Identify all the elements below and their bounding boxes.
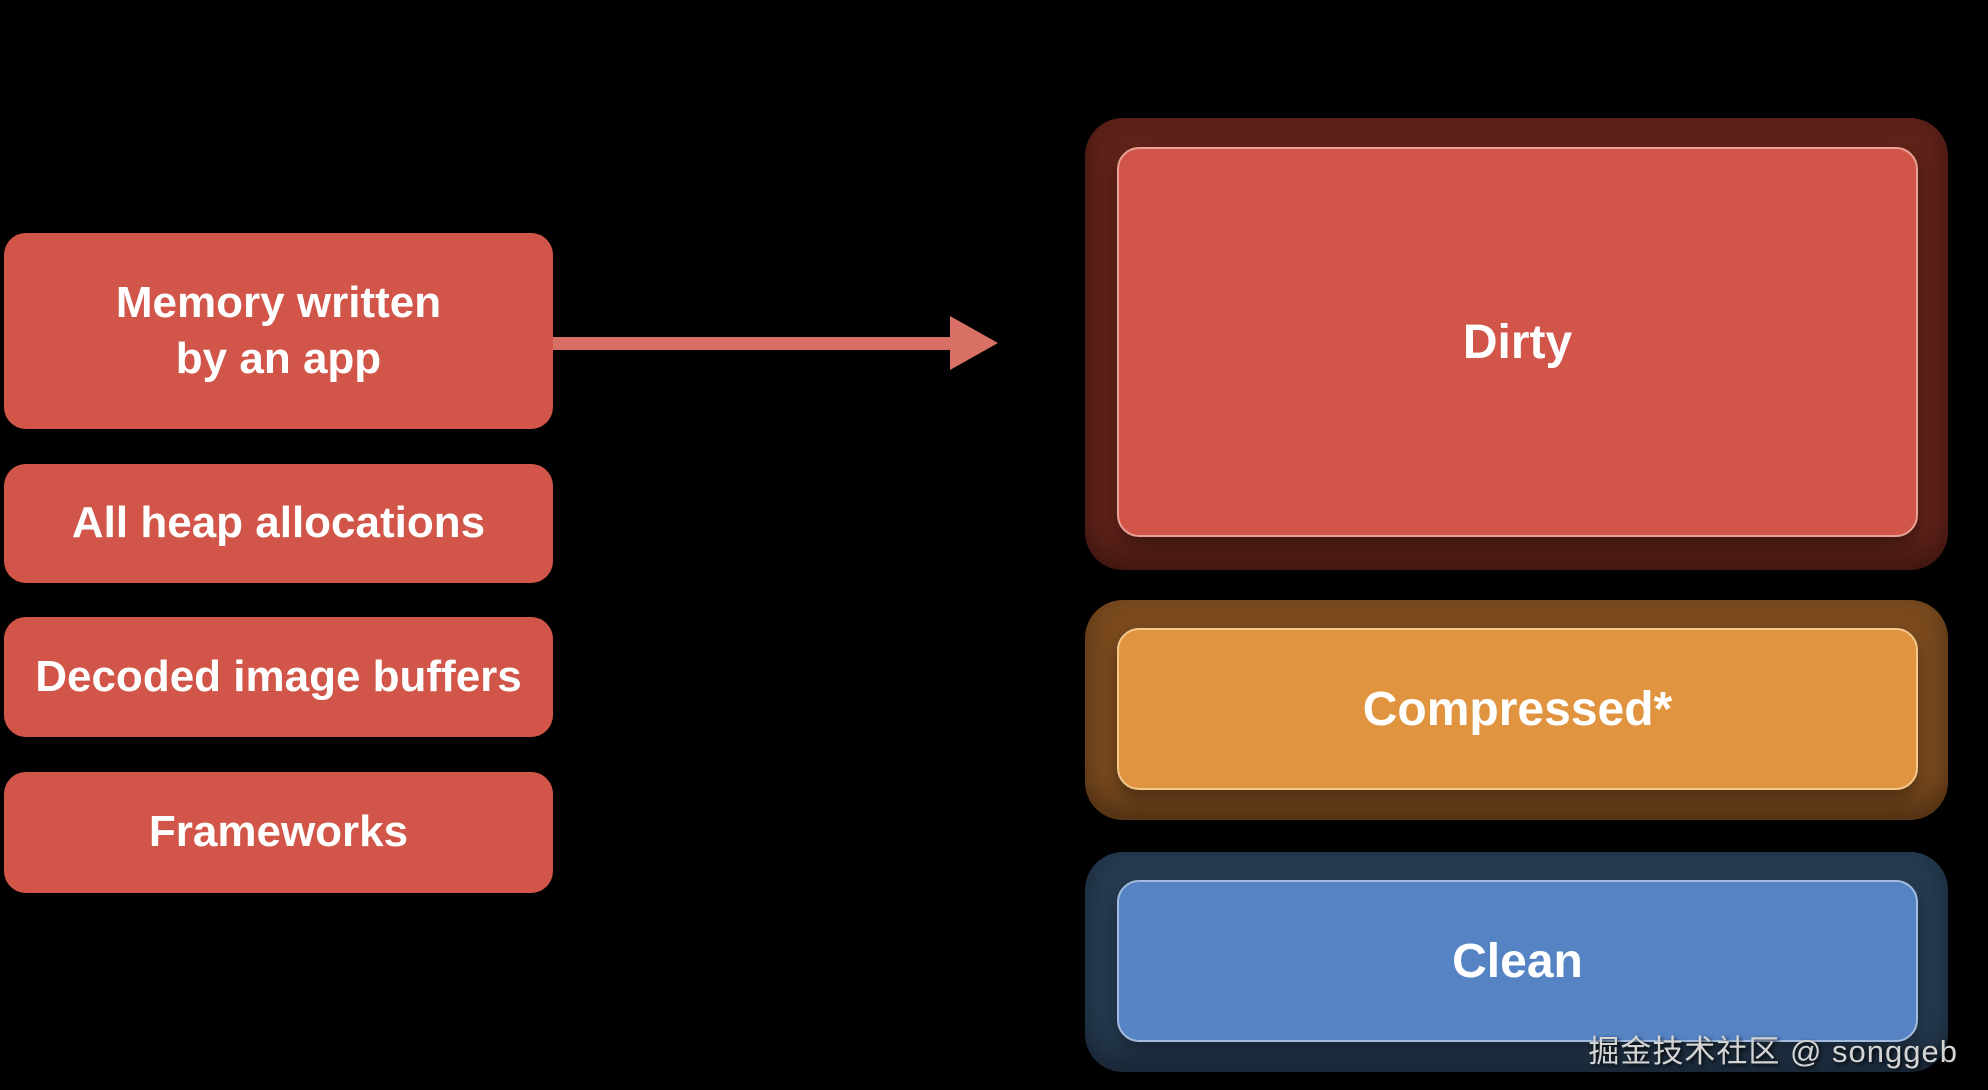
source-box-decoded-image-buffers: Decoded image buffers (4, 617, 553, 737)
category-box-clean: Clean (1117, 880, 1918, 1042)
category-frame-compressed: Compressed* (1085, 600, 1948, 820)
source-box-memory-written-by-app: Memory written by an app (4, 233, 553, 429)
source-box-frameworks: Frameworks (4, 772, 553, 893)
category-box-dirty: Dirty (1117, 147, 1918, 537)
arrow-right-icon (950, 316, 998, 370)
category-frame-clean: Clean (1085, 852, 1948, 1072)
category-frame-dirty: Dirty (1085, 118, 1948, 570)
category-box-compressed: Compressed* (1117, 628, 1918, 790)
source-box-all-heap-allocations: All heap allocations (4, 464, 553, 583)
watermark-text: 掘金技术社区 @ songgeb (1588, 1034, 1958, 1069)
arrow-shaft (553, 337, 952, 350)
